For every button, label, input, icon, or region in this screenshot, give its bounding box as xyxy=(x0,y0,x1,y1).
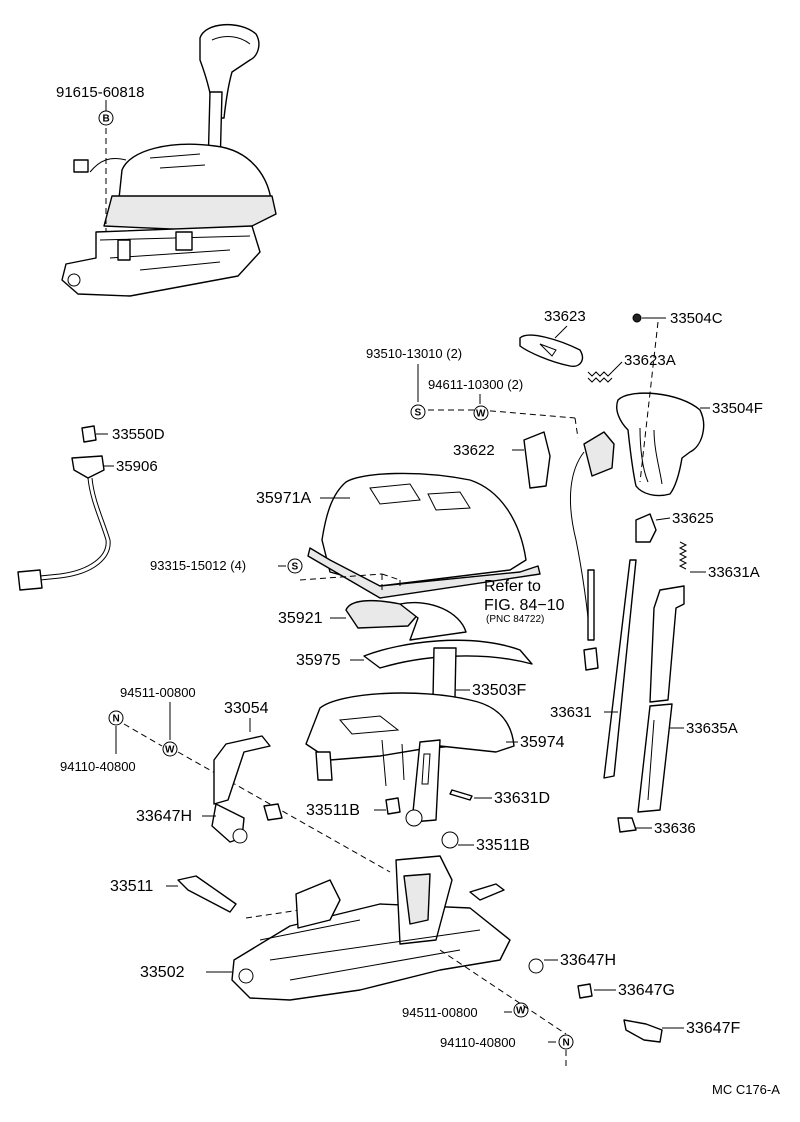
callout-33503F: 33503F xyxy=(472,682,526,699)
screw-symbol-2: S xyxy=(292,562,299,573)
screw-symbol: S xyxy=(415,408,422,419)
callout-33504F: 33504F xyxy=(712,400,763,417)
refer-line-3: (PNC 84722) xyxy=(486,614,544,625)
callout-33636: 33636 xyxy=(654,820,696,837)
refer-line-2: FIG. 84−10 xyxy=(484,597,565,614)
callout-33647G: 33647G xyxy=(618,982,675,999)
nut-symbol-2: N xyxy=(563,1038,570,1049)
callout-91615-60818: 91615-60818 xyxy=(56,84,144,101)
figure-code: MC C176-A xyxy=(712,1082,780,1097)
callout-33511B-left: 33511B xyxy=(306,802,360,819)
callout-33625: 33625 xyxy=(672,510,714,527)
callout-33511: 33511 xyxy=(110,878,153,895)
callout-94511-00800-top: 94511-00800 xyxy=(120,685,196,700)
nut-symbol: N xyxy=(113,714,120,725)
washer-symbol-2: W xyxy=(165,745,175,756)
callout-35974: 35974 xyxy=(520,734,565,751)
callout-35906: 35906 xyxy=(116,458,158,475)
washer-symbol-3: W xyxy=(516,1006,526,1017)
callout-33631A: 33631A xyxy=(708,564,760,581)
callout-33504C: 33504C xyxy=(670,310,723,327)
shifter-base-assembly: 33511 33502 33647H 33647G 33647F 94511-0… xyxy=(110,855,740,1066)
callout-35971A: 35971A xyxy=(256,490,311,507)
callout-94110-40800-top: 94110-40800 xyxy=(60,759,136,774)
callout-94110-40800-bottom: 94110-40800 xyxy=(440,1035,516,1050)
linkage-bracket-cluster: 94511-00800 W N 94110-40800 33054 33647H… xyxy=(60,685,550,873)
position-indicator-housing: 35971A 93315-15012 (4) S Refer to FIG. 8… xyxy=(150,472,565,625)
callout-33623: 33623 xyxy=(544,308,586,325)
shift-knob-parts: 33623 33504C 33623A 33504F 33625 33631A … xyxy=(519,308,763,837)
callout-93510-13010: 93510-13010 (2) xyxy=(366,346,462,361)
callout-35921: 35921 xyxy=(278,610,323,627)
callout-33635A: 33635A xyxy=(686,720,738,737)
callout-33631D: 33631D xyxy=(494,790,550,807)
callout-93315-15012: 93315-15012 (4) xyxy=(150,558,246,573)
indicator-bulb-and-socket: 33550D 35906 xyxy=(17,425,165,591)
callout-33647F: 33647F xyxy=(686,1020,740,1037)
callout-94511-00800-bottom: 94511-00800 xyxy=(402,1005,478,1020)
washer-symbol: W xyxy=(476,409,486,420)
callout-33647H-right: 33647H xyxy=(560,952,616,969)
callout-33622: 33622 xyxy=(453,442,495,459)
callout-33623A: 33623A xyxy=(624,352,676,369)
refer-line-1: Refer to xyxy=(484,578,541,595)
callout-33550D: 33550D xyxy=(112,426,165,443)
assembled-shifter-illustration: B 91615-60818 xyxy=(56,23,277,297)
callout-33631: 33631 xyxy=(550,704,592,721)
callout-94611-10300: 94611-10300 (2) xyxy=(428,377,523,392)
callout-35975: 35975 xyxy=(296,652,341,669)
shift-switch-assembly: 33622 93510-13010 (2) S 94611-10300 (2) … xyxy=(366,346,615,671)
shift-lever-and-cover: 33503F 35974 xyxy=(305,647,565,827)
callout-33502: 33502 xyxy=(140,964,185,981)
callout-33647H-left: 33647H xyxy=(136,808,192,825)
callout-33511B-right: 33511B xyxy=(476,837,530,854)
callout-33054: 33054 xyxy=(224,700,269,717)
bolt-symbol: B xyxy=(103,114,110,125)
